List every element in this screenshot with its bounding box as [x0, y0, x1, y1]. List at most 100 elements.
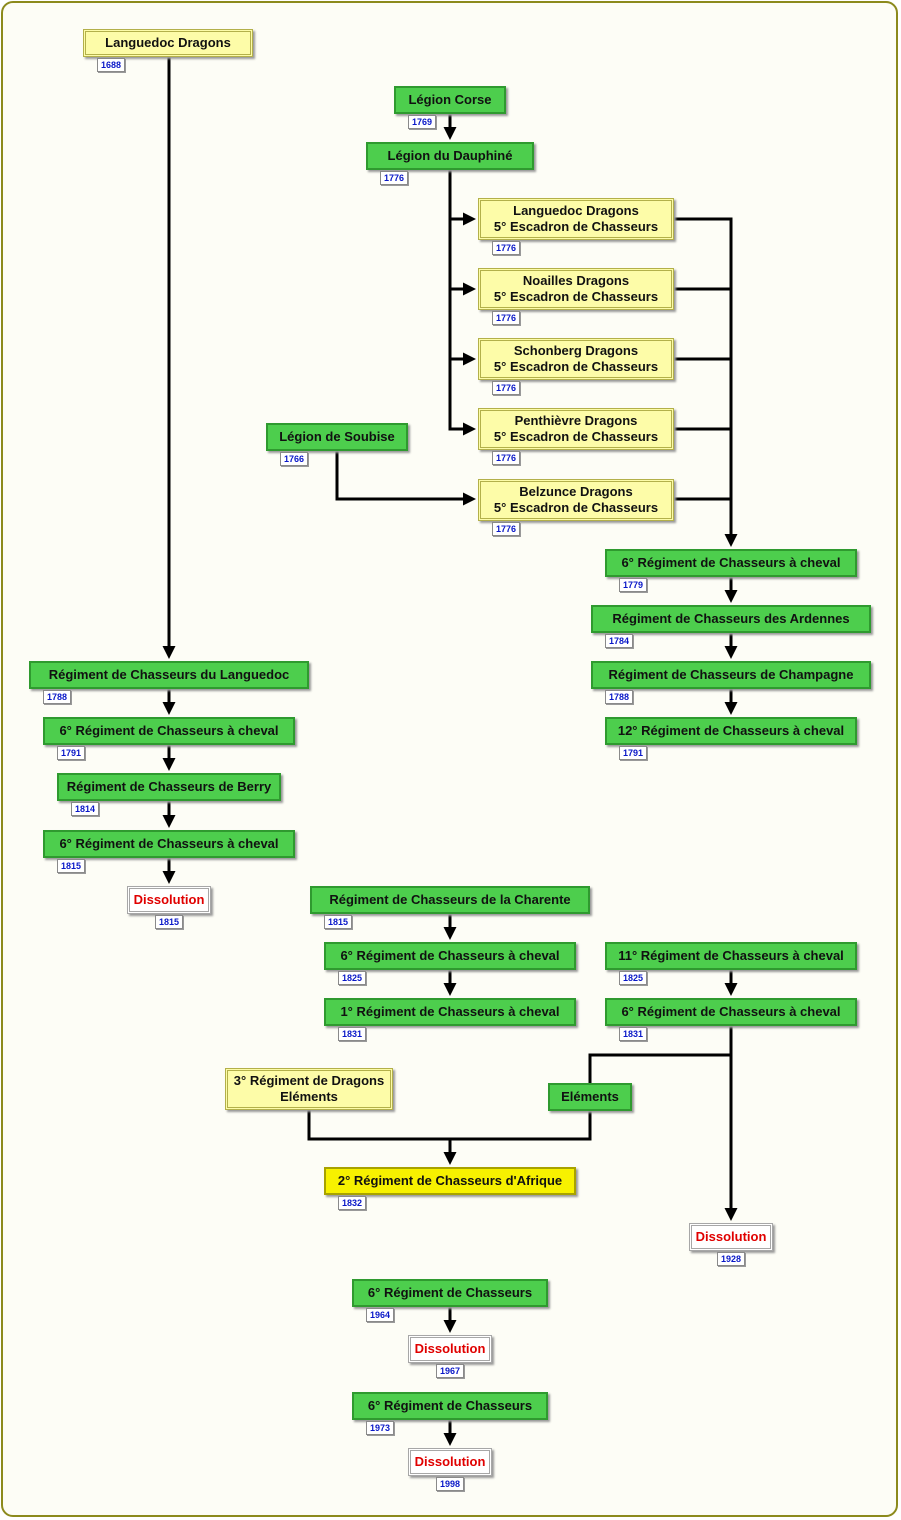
- connector-r6_1815-to-diss_1815: [162, 858, 176, 884]
- year-badge: 1776: [492, 311, 520, 325]
- arrowhead: [443, 127, 457, 140]
- year-badge: 1825: [619, 971, 647, 985]
- node-label: 11° Régiment de Chasseurs à cheval: [618, 948, 844, 964]
- connector-champagne-to-r12_1791: [724, 689, 738, 715]
- node-diss-1928: Dissolution: [689, 1223, 773, 1251]
- year-badge: 1784: [605, 634, 633, 648]
- year-badge: 1791: [619, 746, 647, 760]
- year-badge: 1973: [366, 1421, 394, 1435]
- node-label-line: Penthièvre Dragons: [514, 413, 638, 428]
- node-diss-1998: Dissolution: [408, 1448, 492, 1476]
- year-badge: 1788: [43, 690, 71, 704]
- connector-languedoc_esc-to-r6_1779: [674, 217, 738, 547]
- arrowhead: [724, 702, 738, 715]
- year-badge: 1831: [619, 1027, 647, 1041]
- node-label-line: 6° Régiment de Chasseurs: [367, 1398, 533, 1413]
- connector-legion_dauphine-to-languedoc_esc: [448, 170, 476, 226]
- node-label: 2° Régiment de Chasseurs d'Afrique: [338, 1173, 562, 1189]
- arrowhead: [162, 871, 176, 884]
- arrowhead: [724, 983, 738, 996]
- node-label: Dissolution: [415, 1341, 486, 1357]
- node-label-line: Eléments: [561, 1089, 619, 1104]
- arrowhead: [443, 1152, 457, 1165]
- arrowhead: [463, 212, 476, 226]
- node-label-line: 6° Régiment de Chasseurs à cheval: [59, 723, 279, 738]
- year-badge: 1776: [492, 381, 520, 395]
- arrowhead: [162, 758, 176, 771]
- node-r6-1791: 6° Régiment de Chasseurs à cheval: [43, 717, 295, 745]
- node-label: Dissolution: [134, 892, 205, 908]
- connector-line: [307, 1110, 452, 1156]
- arrowhead: [463, 492, 476, 506]
- year-badge: 1779: [619, 578, 647, 592]
- node-label-line: 5° Escadron de Chasseurs: [493, 219, 659, 234]
- node-label-line: 5° Escadron de Chasseurs: [493, 289, 659, 304]
- arrowhead: [463, 282, 476, 296]
- node-label-line: 2° Régiment de Chasseurs d'Afrique: [337, 1173, 563, 1188]
- arrowhead: [443, 1320, 457, 1333]
- connector-r6_1831-to-diss_1928: [724, 1026, 738, 1221]
- node-r11-1825: 11° Régiment de Chasseurs à cheval: [605, 942, 857, 970]
- year-badge: 1791: [57, 746, 85, 760]
- node-elements: Eléments: [548, 1083, 632, 1111]
- year-badge: 1769: [408, 115, 436, 129]
- connector-r6c_1973-to-diss_1998: [443, 1420, 457, 1446]
- connector-legion_dauphine-to-schonberg_esc: [448, 289, 476, 366]
- node-label: Dissolution: [696, 1229, 767, 1245]
- connector-line: [588, 1026, 733, 1083]
- node-champagne: Régiment de Chasseurs de Champagne: [591, 661, 871, 689]
- node-label: Régiment de Chasseurs du Languedoc: [49, 667, 290, 683]
- connector-line: [448, 289, 467, 361]
- node-label: 12° Régiment de Chasseurs à cheval: [618, 723, 844, 739]
- arrowhead: [162, 702, 176, 715]
- node-r12-1791: 12° Régiment de Chasseurs à cheval: [605, 717, 857, 745]
- node-label: Légion du Dauphiné: [388, 148, 513, 164]
- connector-r6_1791-to-berry: [162, 745, 176, 771]
- year-badge: 1688: [97, 58, 125, 72]
- node-r6-1831: 6° Régiment de Chasseurs à cheval: [605, 998, 857, 1026]
- node-label: Régiment de Chasseurs de Berry: [67, 779, 271, 795]
- arrowhead: [463, 352, 476, 366]
- year-badge: 1967: [436, 1364, 464, 1378]
- node-languedoc-rc: Régiment de Chasseurs du Languedoc: [29, 661, 309, 689]
- arrowhead: [463, 422, 476, 436]
- year-badge: 1766: [280, 452, 308, 466]
- connector-r6_1831-to-elements: [588, 1026, 733, 1083]
- node-label-line: 5° Escadron de Chasseurs: [493, 359, 659, 374]
- node-label: Légion Corse: [408, 92, 491, 108]
- connector-languedoc_rc-to-r6_1791: [162, 689, 176, 715]
- node-label: 6° Régiment de Chasseurs: [368, 1398, 532, 1414]
- connector-legion_dauphine-to-noailles_esc: [448, 219, 476, 296]
- node-label-line: 1° Régiment de Chasseurs à cheval: [340, 1004, 560, 1019]
- arrowhead: [724, 646, 738, 659]
- connector-berry-to-r6_1815: [162, 801, 176, 828]
- node-label-line: Dissolution: [695, 1229, 767, 1244]
- node-legion-soubise: Légion de Soubise: [266, 423, 408, 451]
- node-label: Dissolution: [415, 1454, 486, 1470]
- arrowhead: [724, 1208, 738, 1221]
- node-label: 6° Régiment de Chasseurs à cheval: [59, 836, 278, 852]
- node-label-line: 5° Escadron de Chasseurs: [493, 500, 659, 515]
- node-label-line: Languedoc Dragons: [513, 203, 639, 218]
- node-r6c-1973: 6° Régiment de Chasseurs: [352, 1392, 548, 1420]
- node-afrique: 2° Régiment de Chasseurs d'Afrique: [324, 1167, 576, 1195]
- node-label: Régiment de Chasseurs de la Charente: [329, 892, 570, 908]
- arrowhead: [724, 590, 738, 603]
- node-label-line: Dissolution: [133, 892, 205, 907]
- node-label-line: Régiment de Chasseurs de Berry: [66, 779, 272, 794]
- node-label: 6° Régiment de Chasseurs à cheval: [621, 1004, 840, 1020]
- node-r6-1815: 6° Régiment de Chasseurs à cheval: [43, 830, 295, 858]
- node-charente: Régiment de Chasseurs de la Charente: [310, 886, 590, 914]
- node-label-line: Dissolution: [414, 1454, 486, 1469]
- node-label-line: Schonberg Dragons: [513, 343, 639, 358]
- connector-line: [674, 217, 733, 538]
- year-badge: 1815: [57, 859, 85, 873]
- node-label: Eléments: [561, 1089, 619, 1105]
